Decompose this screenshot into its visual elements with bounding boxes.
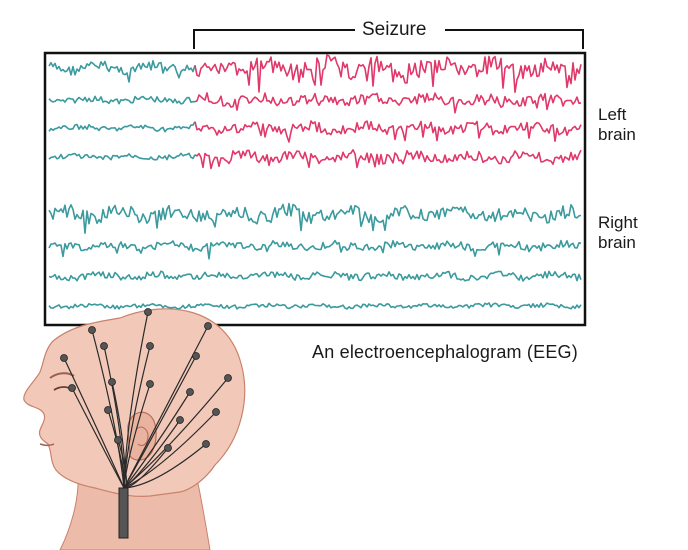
electrode-wire bbox=[123, 355, 197, 489]
electrodes bbox=[60, 308, 232, 452]
head-illustration bbox=[23, 308, 246, 550]
eeg-trace-left-seizure-1 bbox=[194, 54, 582, 93]
eeg-trace-left-normal-4 bbox=[48, 152, 196, 161]
electrode-wire bbox=[123, 411, 217, 489]
electrode bbox=[176, 416, 184, 424]
electrode-wire bbox=[107, 409, 125, 489]
head bbox=[23, 308, 246, 497]
electrode bbox=[186, 388, 194, 396]
eeg-trace-right-2 bbox=[48, 239, 582, 260]
eeg-trace-left-normal-3 bbox=[48, 121, 196, 133]
diagram-caption: An electroencephalogram (EEG) bbox=[312, 342, 578, 362]
electrode-wire bbox=[91, 329, 125, 489]
left-brain-label-line2: brain bbox=[598, 125, 636, 144]
electrode-wire bbox=[117, 439, 128, 489]
electrode-wire bbox=[123, 383, 151, 489]
electrode bbox=[146, 342, 154, 350]
eeg-trace-left-seizure-3 bbox=[194, 120, 582, 143]
electrode-cable bbox=[118, 487, 129, 539]
electrode-wire bbox=[123, 419, 181, 489]
eeg-trace-right-3 bbox=[48, 270, 582, 282]
electrode bbox=[60, 354, 68, 362]
eeg-trace-left-normal-2 bbox=[48, 95, 196, 105]
electrode bbox=[164, 444, 172, 452]
electrode bbox=[104, 406, 112, 414]
seizure-bracket bbox=[193, 29, 584, 49]
electrode bbox=[144, 308, 152, 316]
electrode-wire bbox=[123, 391, 191, 489]
electrode bbox=[114, 436, 122, 444]
eeg-trace-left-normal-1 bbox=[48, 59, 196, 83]
electrode bbox=[68, 384, 76, 392]
electrode bbox=[88, 326, 96, 334]
eeg-trace-right-4 bbox=[48, 302, 582, 310]
eeg-traces bbox=[48, 54, 582, 310]
eeg-trace-left-seizure-2 bbox=[194, 92, 582, 114]
electrode bbox=[100, 342, 108, 350]
right-brain-label-line1: Right bbox=[598, 213, 638, 232]
electrode bbox=[146, 380, 154, 388]
electrode bbox=[212, 408, 220, 416]
electrode-wire bbox=[123, 443, 207, 489]
electrode bbox=[204, 322, 212, 330]
left-brain-label-line1: Left bbox=[598, 105, 627, 124]
electrode bbox=[224, 374, 232, 382]
eeg-trace-left-seizure-4 bbox=[194, 149, 582, 170]
right-brain-label-line2: brain bbox=[598, 233, 636, 252]
mouth bbox=[39, 443, 55, 447]
electrode-wire bbox=[63, 357, 125, 489]
electrode bbox=[192, 352, 200, 360]
electrode-wires bbox=[63, 311, 229, 489]
electrode bbox=[202, 440, 210, 448]
seizure-label: Seizure bbox=[362, 19, 427, 40]
eeg-trace-right-1 bbox=[48, 202, 582, 234]
electrode-wire bbox=[71, 387, 125, 489]
electrode bbox=[108, 378, 116, 386]
